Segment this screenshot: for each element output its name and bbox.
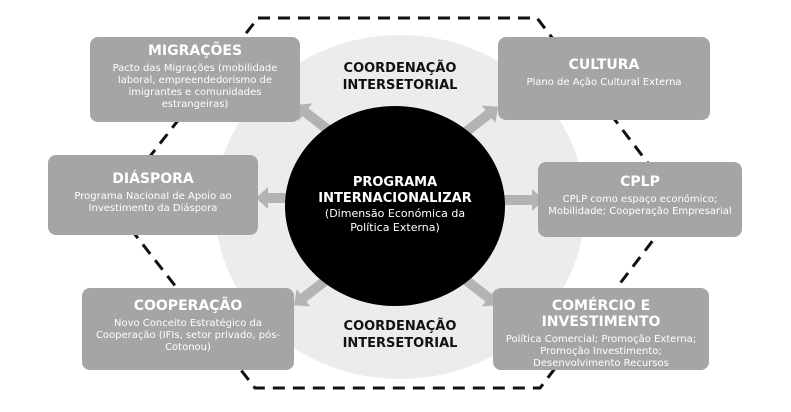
box-title: COOPERAÇÃO xyxy=(133,298,243,314)
box-desc: Pacto das Migrações (mobilidade laboral,… xyxy=(112,63,278,110)
box-cplp: CPLP CPLP como espaço económico; Mobilida… xyxy=(538,162,742,237)
coordination-line2: INTERSETORIAL xyxy=(342,78,458,93)
box-migracoes: MIGRAÇÕES Pacto das Migrações (mobilidade… xyxy=(90,37,300,122)
coordination-label-bottom: COORDENAÇÃO INTERSETORIAL xyxy=(300,318,500,352)
center-subtitle: (Dimensão Económica da Política Externa) xyxy=(324,207,466,234)
arrow-diaspora xyxy=(256,187,312,209)
box-desc: Programa Nacional de Apoio ao Investimen… xyxy=(74,191,232,214)
box-desc: Plano de Ação Cultural Externa xyxy=(526,77,682,88)
box-diaspora: DIÁSPORA Programa Nacional de Apoio ao In… xyxy=(48,155,258,235)
coordination-label-top: COORDENAÇÃO INTERSETORIAL xyxy=(300,60,500,94)
box-title: COMÉRCIO E INVESTIMENTO xyxy=(541,298,661,330)
central-circle xyxy=(285,106,505,306)
box-comercio-investimento: COMÉRCIO E INVESTIMENTO Política Comercia… xyxy=(493,288,709,370)
center-title: INTERNACIONALIZAR xyxy=(318,191,472,206)
coordination-line1: COORDENAÇÃO xyxy=(343,61,457,76)
arrow-cplp xyxy=(488,189,544,211)
box-cooperacao: COOPERAÇÃO Novo Conceito Estratégico da C… xyxy=(82,288,294,370)
center-title: PROGRAMA xyxy=(352,175,438,190)
coordination-line1: COORDENAÇÃO xyxy=(343,319,457,334)
box-cultura: CULTURA Plano de Ação Cultural Externa xyxy=(498,37,710,120)
box-title: CULTURA xyxy=(568,57,640,73)
box-title: DIÁSPORA xyxy=(112,171,194,187)
central-program: PROGRAMA INTERNACIONALIZAR (Dimensão Eco… xyxy=(295,175,495,235)
box-desc: CPLP como espaço económico; Mobilidade; … xyxy=(548,194,732,217)
box-desc: Novo Conceito Estratégico da Cooperação … xyxy=(95,318,281,353)
coordination-line2: INTERSETORIAL xyxy=(342,336,458,351)
box-title: MIGRAÇÕES xyxy=(147,43,243,59)
box-title: CPLP xyxy=(620,174,660,190)
box-desc: Política Comercial; Promoção Externa; Pr… xyxy=(505,334,697,369)
